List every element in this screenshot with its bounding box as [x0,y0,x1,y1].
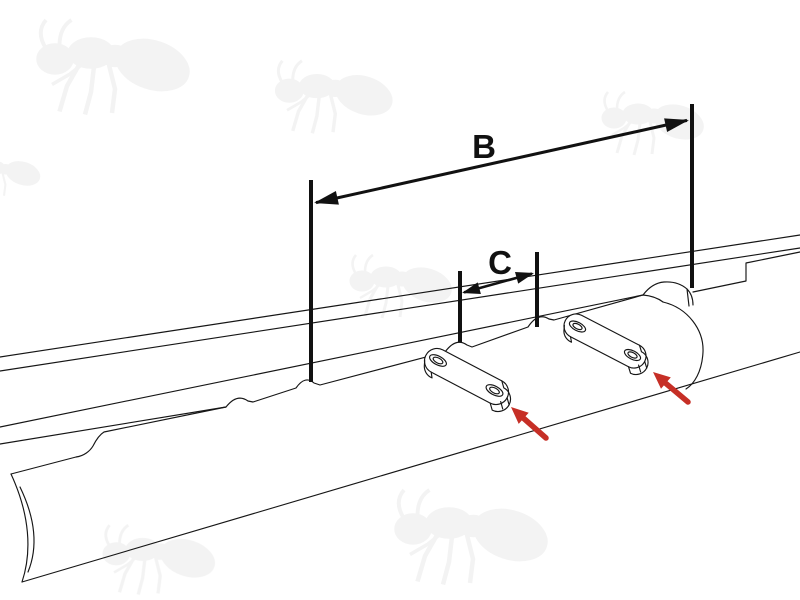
plate-screw-holes [429,354,504,397]
chamber-arc [662,301,704,390]
rib-end-ramp-outer [642,281,694,306]
mount-plate-rear [563,313,649,376]
plate-screw-holes [568,320,642,362]
ant-logo-watermark [0,151,45,198]
dimension-b-arrow-line [315,118,688,205]
barrel-notch-profile [10,294,644,475]
dimension-b-arrowhead-right [664,118,689,132]
rib-end-ramp-facet [686,288,690,307]
dimension-c: C [458,244,539,342]
barrel-bottom-edge [21,351,800,583]
plate-end-facets [638,360,648,373]
rib-step-notch [692,251,800,293]
dimension-b-arrowhead-left [314,191,339,205]
ant-logo-watermark [395,490,554,585]
plate-left-end-band [423,360,433,379]
plate-end-facets [500,397,510,410]
ant-watermark-layer [0,20,710,597]
ant-logo-watermark [37,20,196,115]
barrel-shoulder-line [0,406,227,445]
muzzle-end-outer-arc [10,473,29,583]
mount-plate-front [423,347,512,413]
dimension-c-arrowhead-left [462,282,481,294]
rib-base-edge [0,294,644,428]
ant-logo-watermark [273,59,399,135]
dimension-c-label: C [488,244,512,281]
rib-top-far-edge [0,234,800,358]
mounting-pointers [511,372,691,441]
dimension-b-label: B [472,128,496,165]
rear-plate-red-arrow-head [653,372,671,389]
dimension-c-arrowhead-right [515,272,534,284]
front-plate-red-arrow-head [511,407,529,424]
ant-logo-watermark [101,523,221,597]
muzzle-end-inner-arc [19,486,35,573]
mount-plates [423,313,649,413]
plate-left-end-band [563,324,573,343]
rib-top-near-edge [0,247,800,372]
rear-plate-red-arrow-shaft [660,378,691,405]
front-plate-red-arrow-shaft [518,413,549,441]
dimension-b: B [309,104,694,382]
rib-end-ramp-inner [642,294,664,303]
